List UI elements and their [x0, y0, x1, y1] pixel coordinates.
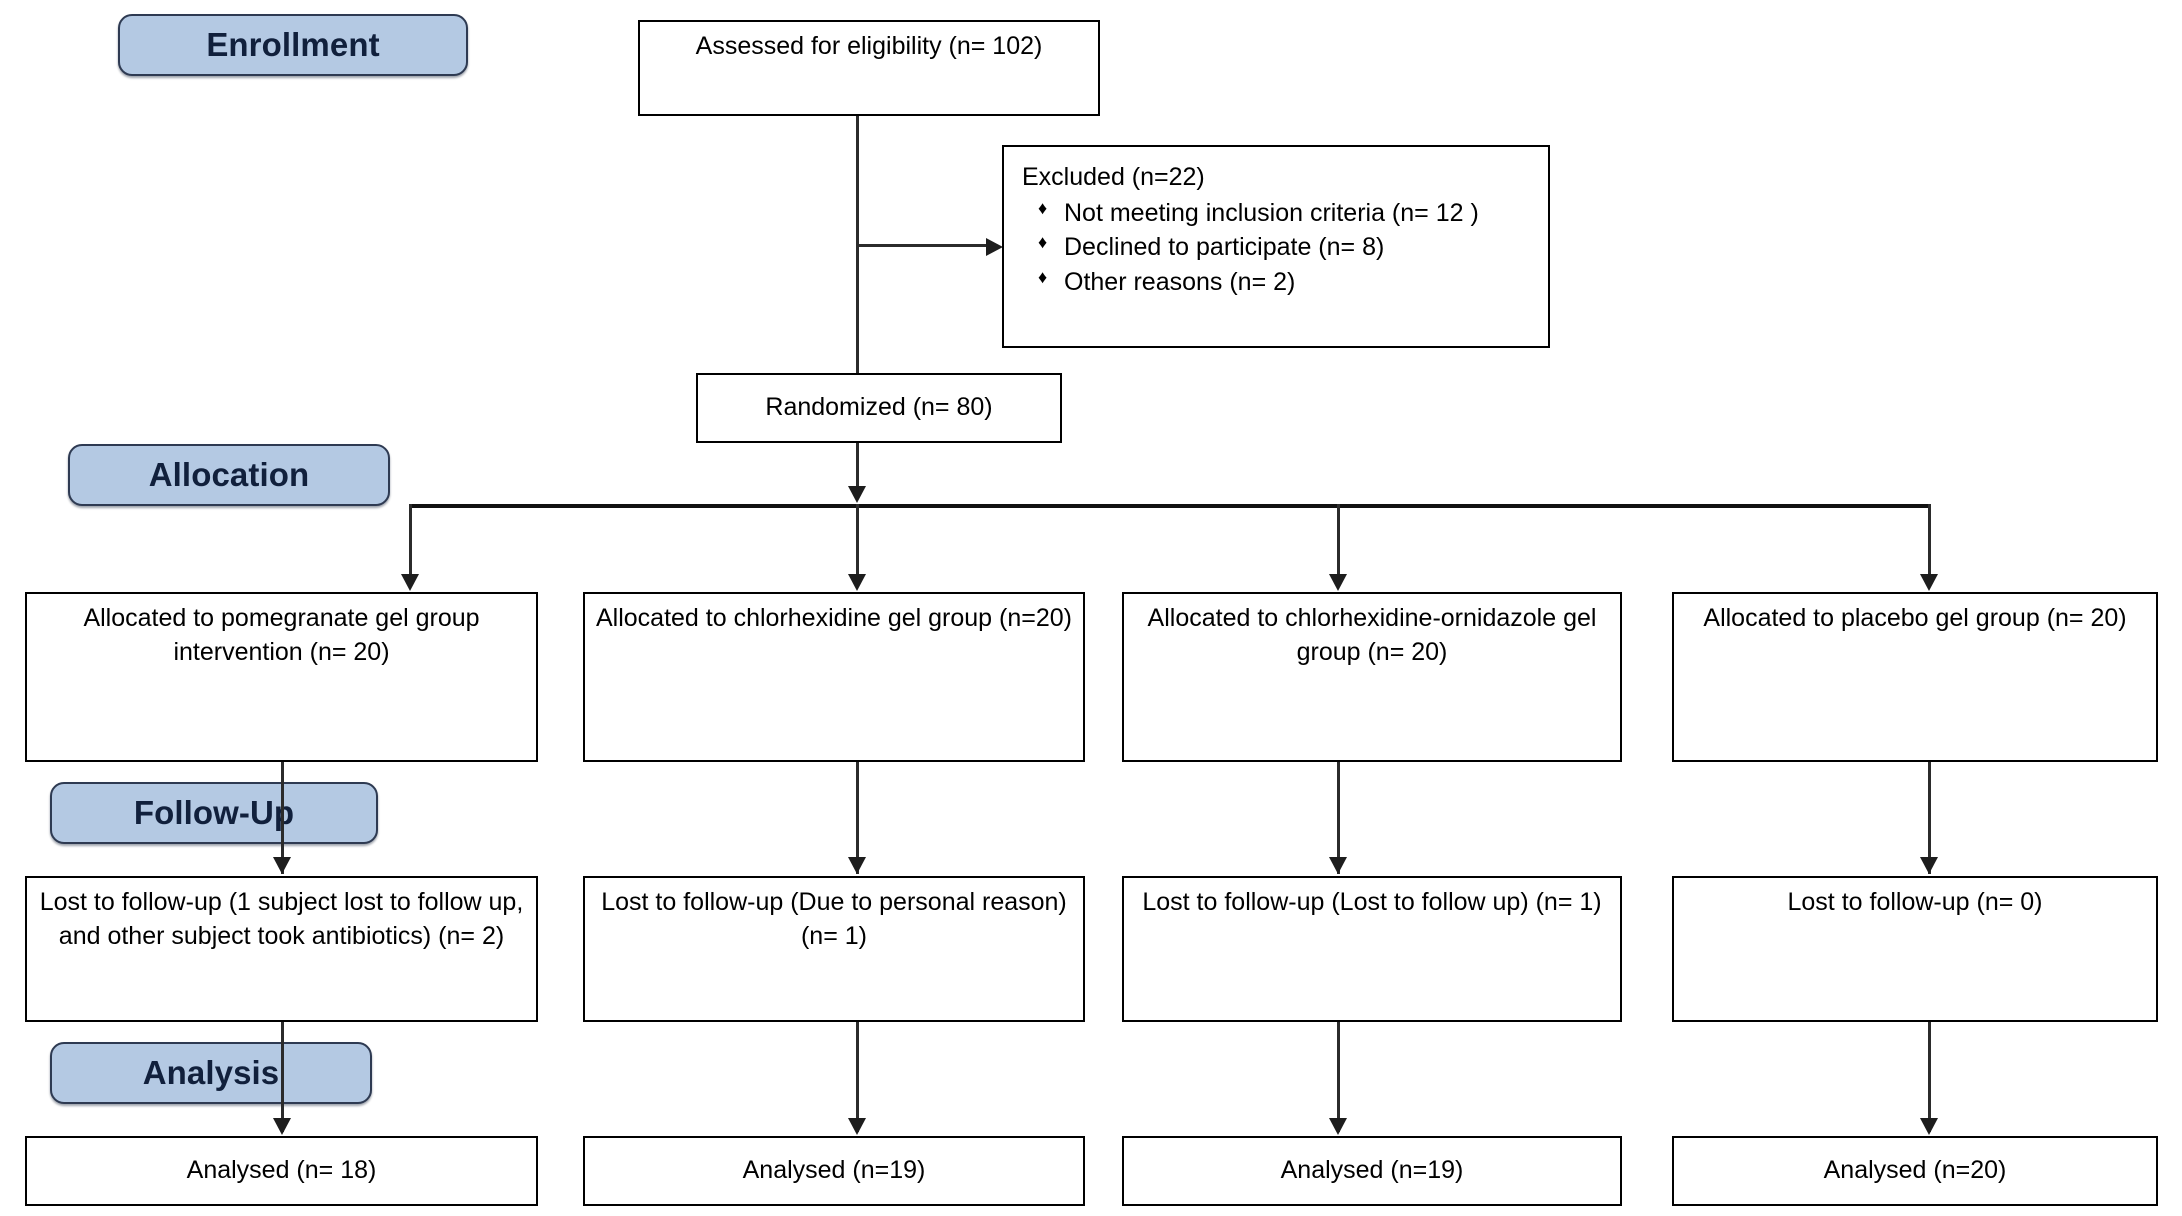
excluded-reason-text: Other reasons (n= 2) — [1064, 267, 1296, 296]
connector-followup-arrowhead-arm-2 — [848, 857, 866, 874]
connector-analysis-arrowhead-arm-2 — [848, 1118, 866, 1135]
connector-arm-1-arrowhead — [401, 574, 419, 591]
connector-followup-arrowhead-arm-1 — [273, 857, 291, 874]
excluded-reason-text: Not meeting inclusion criteria (n= 12 ) — [1064, 198, 1479, 227]
connector-followup-to-analysis-arm-2 — [856, 1022, 859, 1132]
stage-label-enrollment: Enrollment — [118, 14, 468, 76]
connector-analysis-arrowhead-arm-1 — [273, 1118, 291, 1135]
allocation-text-arm-2: Allocated to chlorhexidine gel group (n=… — [595, 604, 1072, 632]
randomized-box: Randomized (n= 80) — [696, 373, 1062, 443]
analysis-box-arm-3: Analysed (n=19) — [1122, 1136, 1622, 1206]
stage-label-analysis: Analysis — [50, 1042, 372, 1104]
connector-allocation-to-followup-arm-4 — [1928, 762, 1931, 874]
followup-text-arm-4: Lost to follow-up (n= 0) — [1787, 888, 2043, 916]
connector-arm-2-arrowhead — [848, 574, 866, 591]
connector-bus-to-arm-3 — [1337, 504, 1340, 576]
list-item: ♦ Not meeting inclusion criteria (n= 12 … — [1038, 197, 1532, 231]
stage-label-allocation: Allocation — [68, 444, 390, 506]
followup-box-arm-1: Lost to follow-up (1 subject lost to fol… — [25, 876, 538, 1022]
followup-box-arm-2: Lost to follow-up (Due to personal reaso… — [583, 876, 1085, 1022]
stage-label-followup: Follow-Up — [50, 782, 378, 844]
list-item: ♦ Declined to participate (n= 8) — [1038, 231, 1532, 265]
connector-analysis-arrowhead-arm-4 — [1920, 1118, 1938, 1135]
connector-analysis-arrowhead-arm-3 — [1329, 1118, 1347, 1135]
connector-followup-arrowhead-arm-4 — [1920, 857, 1938, 874]
connector-bus-to-arm-4 — [1928, 504, 1931, 576]
connector-randomized-arrowhead — [848, 486, 866, 503]
connector-allocation-to-followup-arm-2 — [856, 762, 859, 874]
allocation-text-arm-4: Allocated to placebo gel group (n= 20) — [1703, 604, 2127, 632]
connector-followup-arrowhead-arm-3 — [1329, 857, 1347, 874]
analysis-text-arm-3: Analysed (n=19) — [1280, 1156, 1464, 1185]
stage-label-allocation-text: Allocation — [148, 456, 310, 493]
stage-label-analysis-text: Analysis — [142, 1054, 280, 1091]
allocation-distribution-bus — [410, 504, 1930, 508]
followup-box-arm-3: Lost to follow-up (Lost to follow up) (n… — [1122, 876, 1622, 1022]
connector-excluded-arrowhead — [986, 238, 1003, 256]
analysis-text-arm-4: Analysed (n=20) — [1823, 1156, 2007, 1185]
analysis-box-arm-4: Analysed (n=20) — [1672, 1136, 2158, 1206]
connector-allocation-to-followup-arm-1 — [281, 762, 284, 874]
analysis-box-arm-2: Analysed (n=19) — [583, 1136, 1085, 1206]
allocation-box-arm-4: Allocated to placebo gel group (n= 20) — [1672, 592, 2158, 762]
followup-text-arm-3: Lost to follow-up (Lost to follow up) (n… — [1142, 888, 1602, 916]
analysis-box-arm-1: Analysed (n= 18) — [25, 1136, 538, 1206]
randomized-text: Randomized (n= 80) — [765, 393, 993, 422]
connector-bus-to-arm-2 — [856, 504, 859, 576]
connector-arm-4-arrowhead — [1920, 574, 1938, 591]
assessed-for-eligibility-text: Assessed for eligibility (n= 102) — [695, 32, 1043, 60]
connector-allocation-to-followup-arm-3 — [1337, 762, 1340, 874]
followup-text-arm-1: Lost to follow-up (1 subject lost to fol… — [39, 888, 524, 950]
followup-text-arm-2: Lost to follow-up (Due to personal reaso… — [601, 888, 1067, 950]
excluded-box: Excluded (n=22) ♦ Not meeting inclusion … — [1002, 145, 1550, 348]
stage-label-enrollment-text: Enrollment — [206, 26, 380, 63]
connector-followup-to-analysis-arm-4 — [1928, 1022, 1931, 1132]
allocation-box-arm-1: Allocated to pomegranate gel group inter… — [25, 592, 538, 762]
analysis-text-arm-1: Analysed (n= 18) — [186, 1156, 377, 1185]
excluded-reason-text: Declined to participate (n= 8) — [1064, 233, 1385, 261]
excluded-title: Excluded (n=22) — [1022, 163, 1205, 191]
excluded-reason-list: ♦ Not meeting inclusion criteria (n= 12 … — [1020, 197, 1532, 300]
allocation-text-arm-3: Allocated to chlorhexidine-ornidazole ge… — [1147, 604, 1597, 666]
connector-followup-to-analysis-arm-1 — [281, 1022, 284, 1132]
stage-label-followup-text: Follow-Up — [133, 794, 295, 831]
analysis-text-arm-2: Analysed (n=19) — [742, 1156, 926, 1185]
diamond-bullet-icon: ♦ — [1038, 232, 1048, 252]
assessed-for-eligibility-box: Assessed for eligibility (n= 102) — [638, 20, 1100, 116]
connector-arm-3-arrowhead — [1329, 574, 1347, 591]
connector-assessed-to-excluded — [856, 244, 986, 247]
connector-randomized-stem — [856, 443, 859, 488]
diamond-bullet-icon: ♦ — [1038, 197, 1048, 218]
connector-followup-to-analysis-arm-3 — [1337, 1022, 1340, 1132]
diamond-bullet-icon: ♦ — [1038, 266, 1048, 287]
connector-bus-to-arm-1 — [409, 504, 412, 576]
list-item: ♦ Other reasons (n= 2) — [1038, 266, 1532, 300]
allocation-box-arm-3: Allocated to chlorhexidine-ornidazole ge… — [1122, 592, 1622, 762]
followup-box-arm-4: Lost to follow-up (n= 0) — [1672, 876, 2158, 1022]
allocation-text-arm-1: Allocated to pomegranate gel group inter… — [83, 604, 480, 666]
allocation-box-arm-2: Allocated to chlorhexidine gel group (n=… — [583, 592, 1085, 762]
